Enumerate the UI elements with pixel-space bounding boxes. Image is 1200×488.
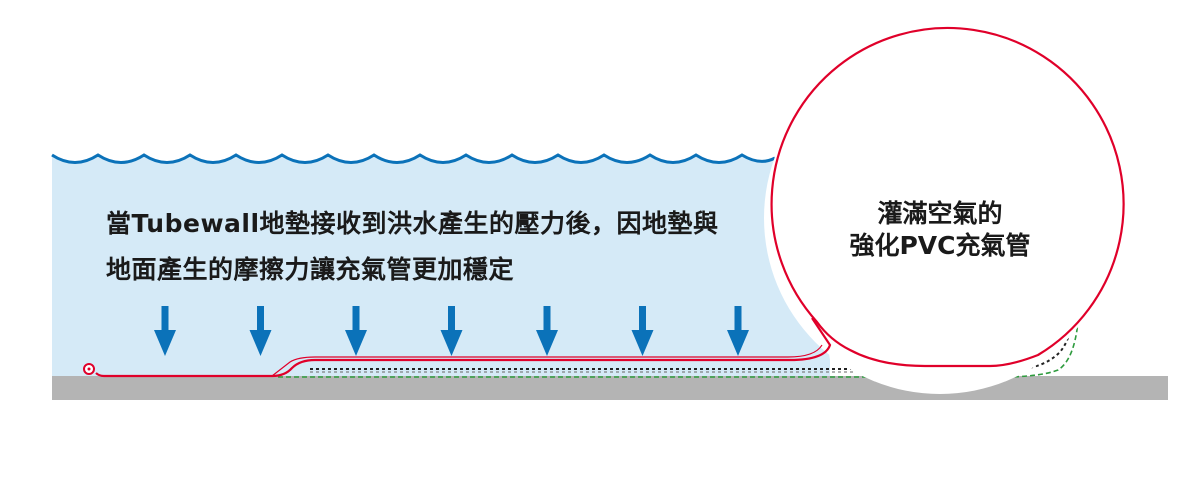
mat-top-edge — [271, 344, 823, 377]
down-arrow-icon — [734, 306, 742, 332]
down-arrow-icon — [448, 306, 455, 332]
down-arrow-icon — [639, 306, 646, 332]
down-arrow-head — [727, 330, 749, 356]
description-line-1: 當Tubewall地墊接收到洪水產生的壓力後，因地墊與 — [106, 209, 719, 238]
tube-label-line-1: 灌滿空氣的 — [877, 199, 1003, 228]
tubewall-mat — [95, 317, 832, 378]
anchor-ring-dot — [87, 367, 91, 371]
down-arrow-head — [440, 330, 463, 356]
pressure-arrows — [154, 306, 749, 356]
down-arrow-head — [249, 330, 272, 356]
down-arrow-icon — [543, 306, 551, 332]
down-arrow-head — [345, 330, 367, 356]
down-arrow-head — [536, 330, 558, 356]
description-line-2: 地面產生的摩擦力讓充氣管更加穩定 — [106, 255, 515, 284]
down-arrow-head — [631, 330, 654, 356]
flood-water — [52, 155, 830, 376]
down-arrow-icon — [161, 306, 169, 332]
tube-label-line-2: 強化PVC充氣管 — [849, 231, 1031, 260]
green-dashed-layer — [278, 321, 1079, 378]
inflatable-tube-outline — [770, 26, 1125, 368]
water-surface-wave — [51, 153, 776, 164]
down-arrow-head — [154, 330, 176, 356]
down-arrow-icon — [352, 306, 360, 332]
down-arrow-icon — [257, 306, 264, 332]
